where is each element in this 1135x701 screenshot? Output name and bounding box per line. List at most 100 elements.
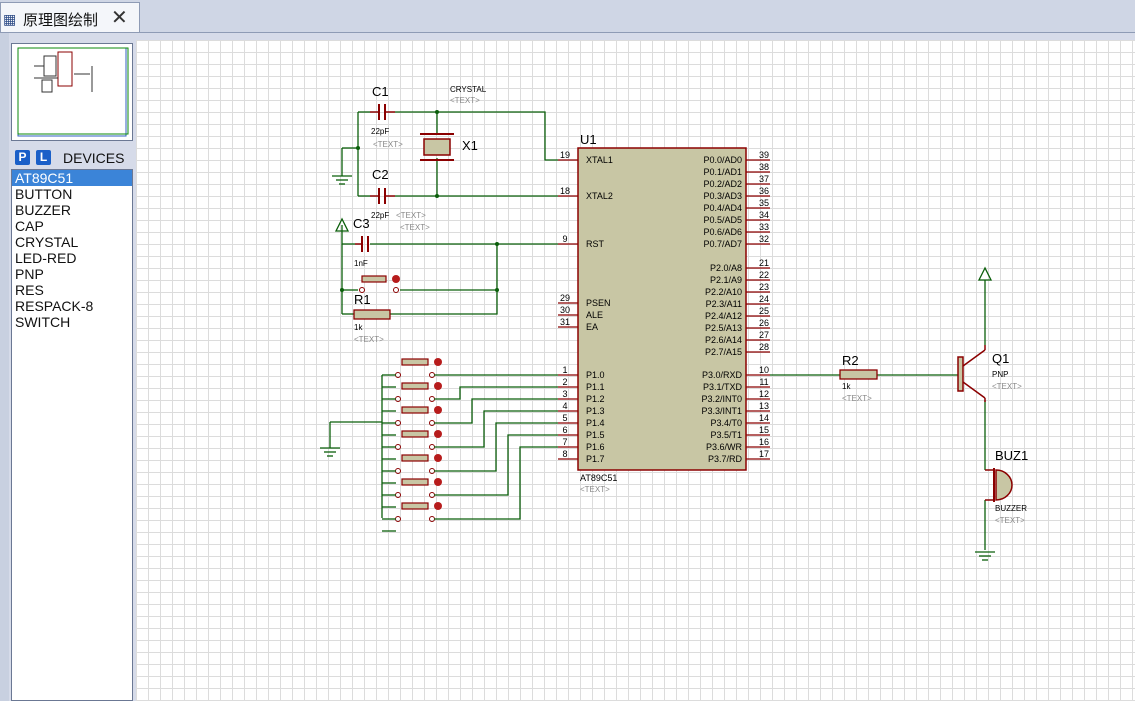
transistor-q1[interactable] xyxy=(957,345,986,402)
device-item[interactable]: PNP xyxy=(15,266,44,282)
r2-text: <TEXT> xyxy=(842,394,872,403)
library-manager-button[interactable]: L xyxy=(36,150,51,165)
junction-dot xyxy=(435,194,439,198)
u1-pin-number: 29 xyxy=(560,293,570,303)
u1-pin-name: P0.5/AD5 xyxy=(703,215,742,225)
u1-body[interactable] xyxy=(577,147,747,471)
u1-pin-number: 35 xyxy=(759,198,769,208)
device-item[interactable]: CAP xyxy=(15,218,44,234)
u1-pin-name: ALE xyxy=(586,310,603,320)
u1-pin-number: 32 xyxy=(759,234,769,244)
u1-pin-name: P1.3 xyxy=(586,406,605,416)
u1-pin-number: 36 xyxy=(759,186,769,196)
left-panel: P L DEVICES AT89C51 BUTTON BUZZER CAP CR… xyxy=(9,33,135,701)
junction-dot xyxy=(435,110,439,114)
p1-button[interactable] xyxy=(382,434,558,508)
u1-pin-name: P1.5 xyxy=(586,430,605,440)
tab-schematic[interactable]: ▦ 原理图绘制 ✕ xyxy=(0,2,140,32)
u1-pin-name: P3.1/TXD xyxy=(703,382,743,392)
devices-title: DEVICES xyxy=(63,150,125,166)
device-item[interactable]: BUZZER xyxy=(15,202,71,218)
reset-button-switch[interactable] xyxy=(359,275,401,293)
c3-ref: C3 xyxy=(353,216,370,231)
q1-ref: Q1 xyxy=(992,351,1009,366)
u1-pin-number: 27 xyxy=(759,330,769,340)
u1-pin-name: RST xyxy=(586,239,605,249)
tab-title: 原理图绘制 xyxy=(23,11,99,29)
u1-pin-name: P0.7/AD7 xyxy=(703,239,742,249)
device-item[interactable]: CRYSTAL xyxy=(15,234,79,250)
u1-pin-name: P3.7/RD xyxy=(708,454,743,464)
ground-symbol xyxy=(975,551,995,561)
junction-dot xyxy=(495,288,499,292)
p1-button[interactable] xyxy=(382,382,558,412)
x1-ref: X1 xyxy=(462,138,478,153)
crystal-x1[interactable] xyxy=(420,133,454,161)
u1-pin-name: P2.4/A12 xyxy=(705,311,742,321)
u1-pin-number: 11 xyxy=(759,377,768,387)
junction-dot xyxy=(356,146,360,150)
u1-pin-number: 23 xyxy=(759,282,769,292)
u1-pin-number: 38 xyxy=(759,162,769,172)
r1-value: 1k xyxy=(354,323,363,332)
pick-devices-button[interactable]: P xyxy=(15,150,30,165)
u1-pin-number: 12 xyxy=(759,389,769,399)
device-item[interactable]: RESPACK-8 xyxy=(15,298,94,314)
u1-pin-number: 17 xyxy=(759,449,769,459)
capacitor-c1[interactable] xyxy=(370,104,395,120)
buz1-ref: BUZ1 xyxy=(995,448,1028,463)
u1-pin-number: 3 xyxy=(562,389,567,399)
device-item[interactable]: SWITCH xyxy=(15,314,71,330)
device-item[interactable]: BUTTON xyxy=(15,186,73,202)
u1-pin-number: 30 xyxy=(560,305,570,315)
device-item[interactable]: AT89C51 xyxy=(12,170,132,186)
u1-pin-number: 28 xyxy=(759,342,769,352)
device-item[interactable]: RES xyxy=(15,282,44,298)
p1-button[interactable] xyxy=(382,358,558,388)
u1-pin-name: EA xyxy=(586,322,598,332)
buzzer-buz1[interactable] xyxy=(985,468,1013,502)
p1-button[interactable] xyxy=(382,446,558,532)
u1-pin-number: 19 xyxy=(560,150,570,160)
u1-right-pins: 39P0.0/AD038P0.1/AD137P0.2/AD236P0.3/AD3… xyxy=(701,150,770,464)
r1-ref: R1 xyxy=(354,292,371,307)
u1-pin-name: P0.4/AD4 xyxy=(703,203,742,213)
capacitor-c3[interactable] xyxy=(355,236,369,252)
u1-pin-name: XTAL1 xyxy=(586,155,613,165)
p1-button[interactable] xyxy=(382,410,558,460)
close-icon[interactable]: ✕ xyxy=(111,7,128,29)
u1-pin-number: 2 xyxy=(562,377,567,387)
u1-text: <TEXT> xyxy=(580,485,610,494)
u1-pin-number: 15 xyxy=(759,425,769,435)
resistor-r1[interactable] xyxy=(353,309,391,320)
u1-pin-number: 4 xyxy=(562,401,567,411)
u1-pin-number: 22 xyxy=(759,270,769,280)
u1-pin-number: 8 xyxy=(562,449,567,459)
r2-value: 1k xyxy=(842,382,851,391)
schematic-icon: ▦ xyxy=(3,11,17,27)
p1-button[interactable] xyxy=(382,422,558,484)
u1-pin-name: PSEN xyxy=(586,298,611,308)
u1-pin-name: P3.3/INT1 xyxy=(701,406,742,416)
junction-dot xyxy=(495,242,499,246)
p1-button-array[interactable] xyxy=(381,358,558,532)
resistor-r2[interactable] xyxy=(839,369,878,380)
u1-pin-name: P0.6/AD6 xyxy=(703,227,742,237)
u1-pin-name: P2.6/A14 xyxy=(705,335,742,345)
u1-pin-name: P3.5/T1 xyxy=(710,430,742,440)
r1-text: <TEXT> xyxy=(354,335,384,344)
capacitor-c2[interactable] xyxy=(370,188,395,204)
junction-dot xyxy=(340,288,344,292)
device-item[interactable]: LED-RED xyxy=(15,250,77,266)
u1-pin-name: P0.1/AD1 xyxy=(703,167,742,177)
p1-button[interactable] xyxy=(382,398,558,436)
p30-wire xyxy=(770,280,986,550)
u1-pin-name: P2.1/A9 xyxy=(710,275,742,285)
overview-window[interactable] xyxy=(11,43,133,141)
x1-type: CRYSTAL xyxy=(450,85,487,94)
ground-symbol xyxy=(332,175,352,185)
device-list[interactable]: AT89C51 BUTTON BUZZER CAP CRYSTAL LED-RE… xyxy=(11,169,133,701)
